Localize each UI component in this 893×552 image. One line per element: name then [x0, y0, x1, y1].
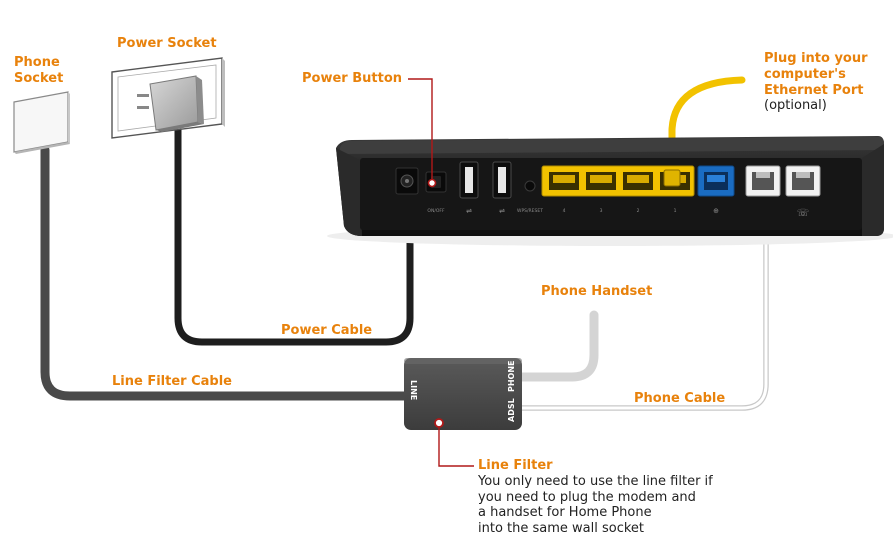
- ethernet-plug: [663, 169, 681, 187]
- phone-socket-label-line: Socket: [14, 71, 64, 86]
- phone-handset-label: Phone Handset: [541, 284, 653, 299]
- line-filter-marker: [434, 418, 444, 428]
- phone-socket-label-line: Phone: [14, 55, 60, 70]
- lan-port-3-label: 3: [600, 208, 603, 214]
- lan-port-1-label: 1: [674, 208, 677, 214]
- usb-icon: ⇌: [499, 208, 505, 215]
- usb-port-2: [492, 161, 512, 199]
- line-filter-label: Line Filter: [478, 458, 553, 473]
- phone-port: [785, 165, 821, 197]
- power-plug: [149, 75, 199, 131]
- line-filter-note-line: you need to plug the modem and: [478, 489, 696, 505]
- line-filter-note: You only need to use the line filter if …: [478, 474, 713, 536]
- power-wall-socket: [111, 57, 225, 139]
- phone-cable-label: Phone Cable: [634, 391, 726, 406]
- phone-icon: ☏: [797, 208, 810, 219]
- power-button-label: Power Button: [302, 71, 403, 86]
- ethernet-optional-note: (optional): [764, 98, 827, 113]
- line-filter-note-line: into the same wall socket: [478, 520, 645, 536]
- power-cable-label: Power Cable: [281, 323, 373, 338]
- phone-cable: [517, 195, 769, 411]
- line-filter-leader: [438, 426, 474, 467]
- power-socket-label: Power Socket: [117, 36, 217, 51]
- phone-handset-cable: [515, 310, 599, 382]
- dc-power-jack: [395, 167, 419, 195]
- ethernet-port-label-line: Plug into your: [764, 51, 868, 66]
- usb-icon: ⇌: [466, 208, 472, 215]
- ethernet-port-label: Plug into your computer's Ethernet Port: [764, 51, 868, 99]
- power-cable: [174, 124, 414, 346]
- filter-port-adsl: ADSL: [507, 398, 516, 422]
- lan-port-4: [549, 172, 579, 190]
- phone-wall-socket: [13, 91, 70, 154]
- wan-port: [697, 165, 735, 197]
- lan-port-2-label: 2: [637, 208, 640, 214]
- ethernet-port-label-line: Ethernet Port: [764, 83, 864, 98]
- line-filter-cable-label: Line Filter Cable: [112, 374, 232, 389]
- line-filter-note-line: You only need to use the line filter if: [478, 474, 713, 489]
- ethernet-port-label-line: computer's: [764, 67, 846, 82]
- lan-port-2: [623, 172, 653, 190]
- lan-port-3: [586, 172, 616, 190]
- dsl-port: [745, 165, 781, 197]
- wps-reset-label: WPS/RESET: [517, 208, 543, 214]
- ethernet-cable: [668, 76, 746, 186]
- filter-port-phone: PHONE: [507, 360, 516, 392]
- line-filter-note-line: a handset for Home Phone: [478, 505, 652, 520]
- power-button-marker: [427, 178, 437, 188]
- line-filter-cable: [40, 145, 413, 401]
- filter-port-line: LINE: [409, 380, 418, 400]
- phone-socket-label: Phone Socket: [14, 55, 63, 87]
- usb-port-1: [459, 161, 479, 199]
- globe-icon: ⊕: [713, 208, 719, 215]
- power-button-leader: [408, 78, 433, 182]
- lan-port-4-label: 4: [563, 208, 566, 214]
- wps-reset-button: [524, 180, 536, 192]
- power-switch-label: ON/OFF: [427, 208, 445, 214]
- line-filter: LINE PHONE ADSL: [404, 358, 522, 430]
